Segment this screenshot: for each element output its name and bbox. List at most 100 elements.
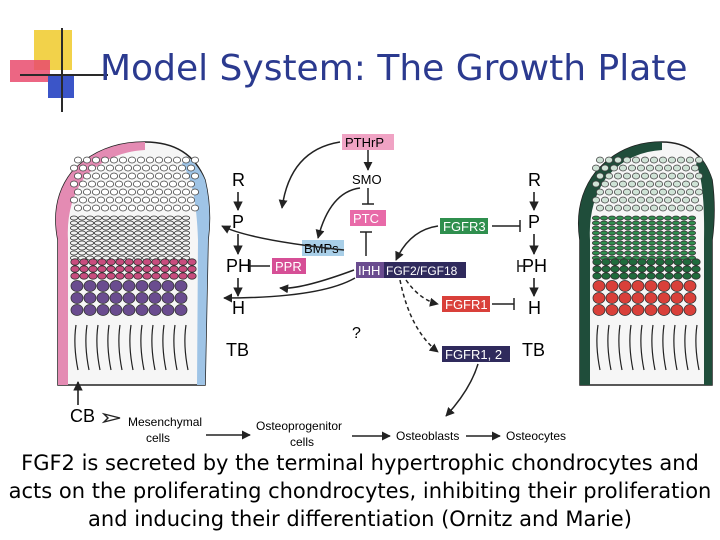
chondrocyte-cell xyxy=(670,292,684,304)
chondrocyte-cell xyxy=(601,258,611,266)
chondrocyte-cell xyxy=(640,220,649,226)
chondrocyte-cell xyxy=(115,196,124,204)
chondrocyte-cell xyxy=(668,172,677,180)
chondrocyte-cell xyxy=(141,220,150,226)
trabecular-strand xyxy=(140,324,145,371)
left-zone-labels: R P PH H TB xyxy=(226,170,251,360)
chondrocyte-cell xyxy=(161,292,175,304)
trabecular-strand xyxy=(629,324,634,371)
chondrocyte-cell xyxy=(86,240,95,246)
chondrocyte-cell xyxy=(640,215,649,221)
chondrocyte-cell xyxy=(97,180,106,188)
trabecular-strand xyxy=(118,324,123,371)
chondrocyte-cell xyxy=(186,180,195,188)
chondrocyte-cell xyxy=(680,250,689,256)
chondrocyte-cell xyxy=(668,156,677,164)
trabecular-strand xyxy=(640,324,645,371)
chondrocyte-cell xyxy=(592,258,602,266)
chondrocyte-cell xyxy=(172,188,181,196)
chondrocyte-cell xyxy=(632,172,641,180)
chondrocyte-cell xyxy=(608,245,617,251)
chondrocyte-cell xyxy=(79,272,89,280)
chondrocyte-cell xyxy=(124,265,134,273)
chondrocyte-cell xyxy=(664,258,674,266)
chondrocyte-cell xyxy=(160,258,170,266)
chondrocyte-cell xyxy=(118,215,127,221)
chondrocyte-cell xyxy=(141,225,150,231)
chondrocyte-cell xyxy=(102,225,111,231)
chondrocyte-cell xyxy=(680,245,689,251)
chondrocyte-cell xyxy=(618,292,632,304)
chondrocyte-cell xyxy=(683,292,697,304)
chondrocyte-cell xyxy=(596,172,605,180)
chondrocyte-cell xyxy=(133,240,142,246)
chondrocyte-cell xyxy=(618,304,632,316)
chondrocyte-cell xyxy=(145,204,154,212)
chondrocyte-cell xyxy=(677,204,686,212)
chondrocyte-cell xyxy=(618,280,632,292)
chondrocyte-cell xyxy=(110,204,119,212)
chondrocyte-cell xyxy=(124,164,133,172)
chondrocyte-cell xyxy=(181,225,190,231)
chondrocyte-cell xyxy=(151,272,161,280)
chondrocyte-cell xyxy=(86,245,95,251)
chondrocyte-cell xyxy=(78,235,87,241)
chondrocyte-cell xyxy=(86,235,95,241)
chondrocyte-cell xyxy=(181,156,190,164)
signal-boxes: PTHrP SMO PTC BMPs PPR IHH FGF2/FGF18 FG… xyxy=(272,134,510,362)
chondrocyte-cell xyxy=(664,272,674,280)
chondrocyte-cell xyxy=(177,196,186,204)
chondrocyte-cell xyxy=(656,245,665,251)
chondrocyte-cell xyxy=(641,156,650,164)
chondrocyte-cell xyxy=(101,172,110,180)
trabecular-strand xyxy=(684,324,689,371)
trabecular-strand xyxy=(129,324,134,371)
chondrocyte-cell xyxy=(610,164,619,172)
chondrocyte-cell xyxy=(672,225,681,231)
chondrocyte-cell xyxy=(177,164,186,172)
chondrocyte-cell xyxy=(190,188,199,196)
chondrocyte-cell xyxy=(664,220,673,226)
chondrocyte-cell xyxy=(168,180,177,188)
chondrocyte-cell xyxy=(655,180,664,188)
chondrocyte-cell xyxy=(190,172,199,180)
chondrocyte-cell xyxy=(640,240,649,246)
chondrocyte-cell xyxy=(648,250,657,256)
fgfr1-box xyxy=(442,296,490,312)
chondrocyte-cell xyxy=(124,196,133,204)
osteoblasts-label: Osteoblasts xyxy=(396,429,459,443)
chondrocyte-cell xyxy=(118,235,127,241)
chondrocyte-cell xyxy=(616,225,625,231)
chondrocyte-cell xyxy=(648,235,657,241)
chondrocyte-cell xyxy=(656,240,665,246)
chondrocyte-cell xyxy=(172,172,181,180)
chondrocyte-cell xyxy=(119,156,128,164)
chondrocyte-cell xyxy=(648,225,657,231)
mesenchymal-label: Mesenchymal xyxy=(128,415,202,429)
chondrocyte-cell xyxy=(181,240,190,246)
chondrocyte-cell xyxy=(641,172,650,180)
chondrocyte-cell xyxy=(126,245,135,251)
chondrocyte-cell xyxy=(637,265,647,273)
chondrocyte-cell xyxy=(102,250,111,256)
chondrocyte-cell xyxy=(646,265,656,273)
chondrocyte-cell xyxy=(106,164,115,172)
chondrocyte-cell xyxy=(641,188,650,196)
chondrocyte-cell xyxy=(181,172,190,180)
chondrocyte-cell xyxy=(648,230,657,236)
chondrocyte-cell xyxy=(118,250,127,256)
chondrocyte-cell xyxy=(92,172,101,180)
chondrocyte-cell xyxy=(115,272,125,280)
chondrocyte-cell xyxy=(94,245,103,251)
chondrocyte-cell xyxy=(688,240,697,246)
chondrocyte-cell xyxy=(136,204,145,212)
chondrocyte-cell xyxy=(109,280,123,292)
chondrocyte-cell xyxy=(632,188,641,196)
chondrocyte-cell xyxy=(148,280,162,292)
chondrocyte-cell xyxy=(141,180,150,188)
chondrocyte-cell xyxy=(149,215,158,221)
chondrocyte-cell xyxy=(165,240,174,246)
chondrocyte-cell xyxy=(648,215,657,221)
question-mark: ? xyxy=(352,325,361,342)
chondrocyte-cell xyxy=(659,156,668,164)
